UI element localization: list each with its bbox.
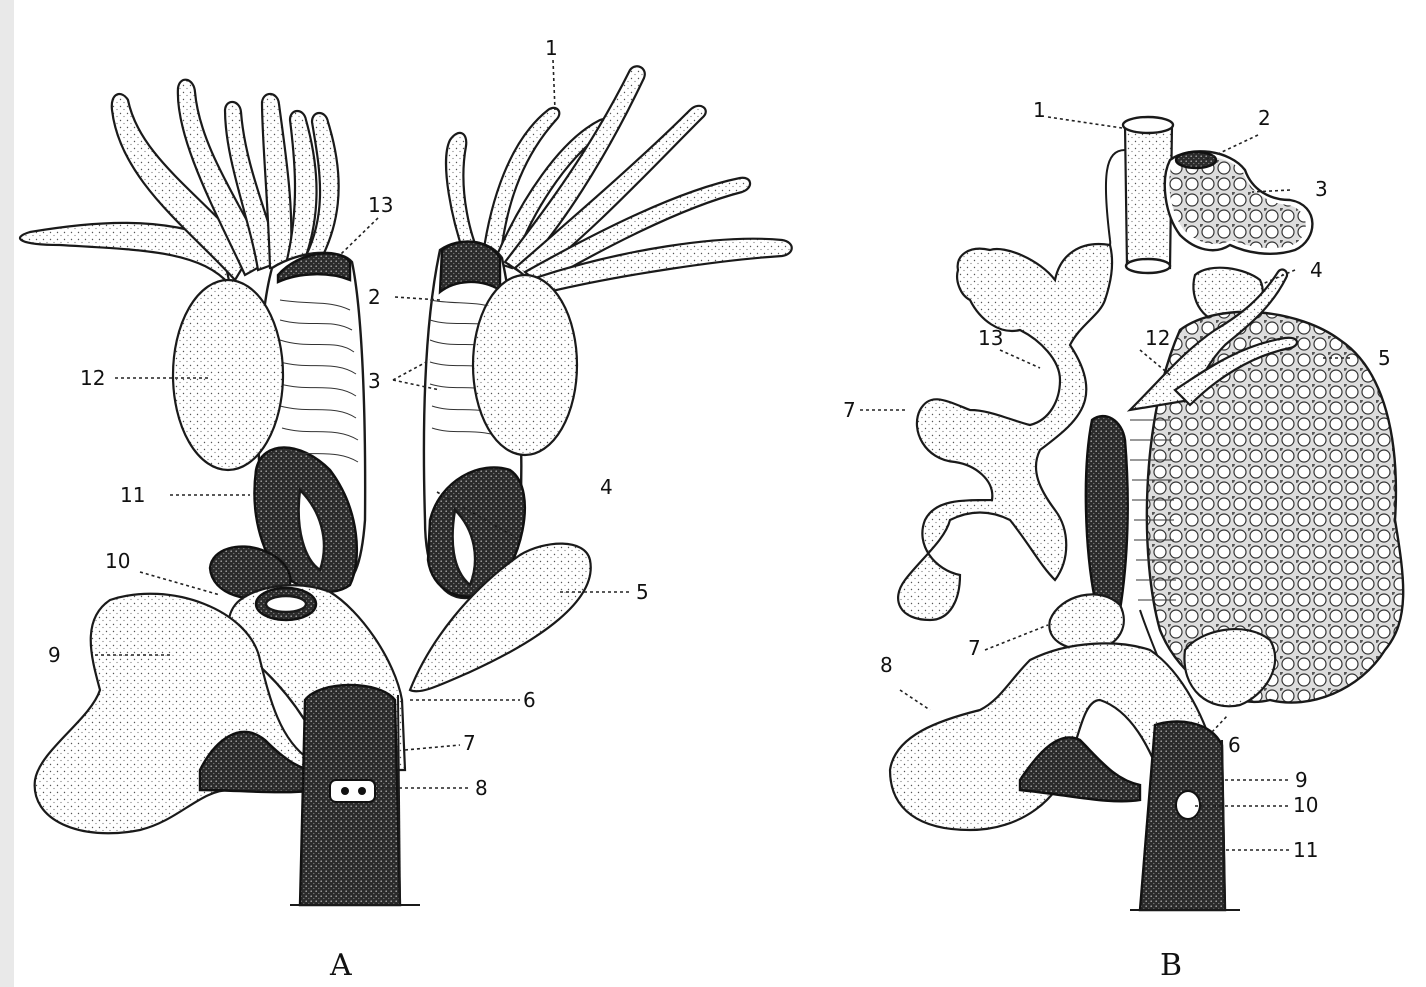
figure-a-left-tentacles xyxy=(20,80,339,285)
figure-a-right-egg-sac xyxy=(473,275,577,455)
figure-a-label-1: 1 xyxy=(545,36,558,60)
figure-b-label-2: 2 xyxy=(1258,106,1271,130)
figure-a-label-11: 11 xyxy=(120,483,145,507)
figure-b-label-4: 4 xyxy=(1310,258,1323,282)
figure-a-caption: A xyxy=(329,948,352,983)
figure-b-label-9: 9 xyxy=(1295,768,1308,792)
figure-a-label-3: 3 xyxy=(368,369,381,393)
figure-a-label-5: 5 xyxy=(636,580,649,604)
figure-b-label-11: 11 xyxy=(1293,838,1318,862)
figure-b-label-8: 8 xyxy=(880,653,893,677)
figure-b-label-1: 1 xyxy=(1033,98,1046,122)
figure-a-label-12: 12 xyxy=(80,366,105,390)
figure-a-label-4: 4 xyxy=(600,475,613,499)
figure-b-label-7-lower: 7 xyxy=(968,636,981,660)
page-margin xyxy=(0,0,14,987)
figure-b-label-6: 6 xyxy=(1228,733,1241,757)
figure-b-caption: B xyxy=(1160,948,1182,983)
figure-b-coiled-tube xyxy=(898,244,1112,620)
figure-a-label-8: 8 xyxy=(475,776,488,800)
figure-a-label-9: 9 xyxy=(48,643,61,667)
figure-a-label-13: 13 xyxy=(368,193,393,217)
figure-a-label-10: 10 xyxy=(105,549,130,573)
figure-b-label-10: 10 xyxy=(1293,793,1318,817)
figure-b-label-7-left: 7 xyxy=(843,398,856,422)
figure-a-label-7: 7 xyxy=(463,731,476,755)
figure-b-dark-lobe xyxy=(1086,416,1128,621)
figure-a-left-egg-sac xyxy=(173,280,283,470)
figure-a-label-2: 2 xyxy=(368,285,381,309)
figure-b-label-13: 13 xyxy=(978,326,1003,350)
figure-b-drawing xyxy=(890,117,1403,910)
figure-b-label-3: 3 xyxy=(1315,177,1328,201)
figure-b-label-12: 12 xyxy=(1145,326,1170,350)
figure-a-label-6: 6 xyxy=(523,688,536,712)
figure-b-label-5: 5 xyxy=(1378,346,1391,370)
